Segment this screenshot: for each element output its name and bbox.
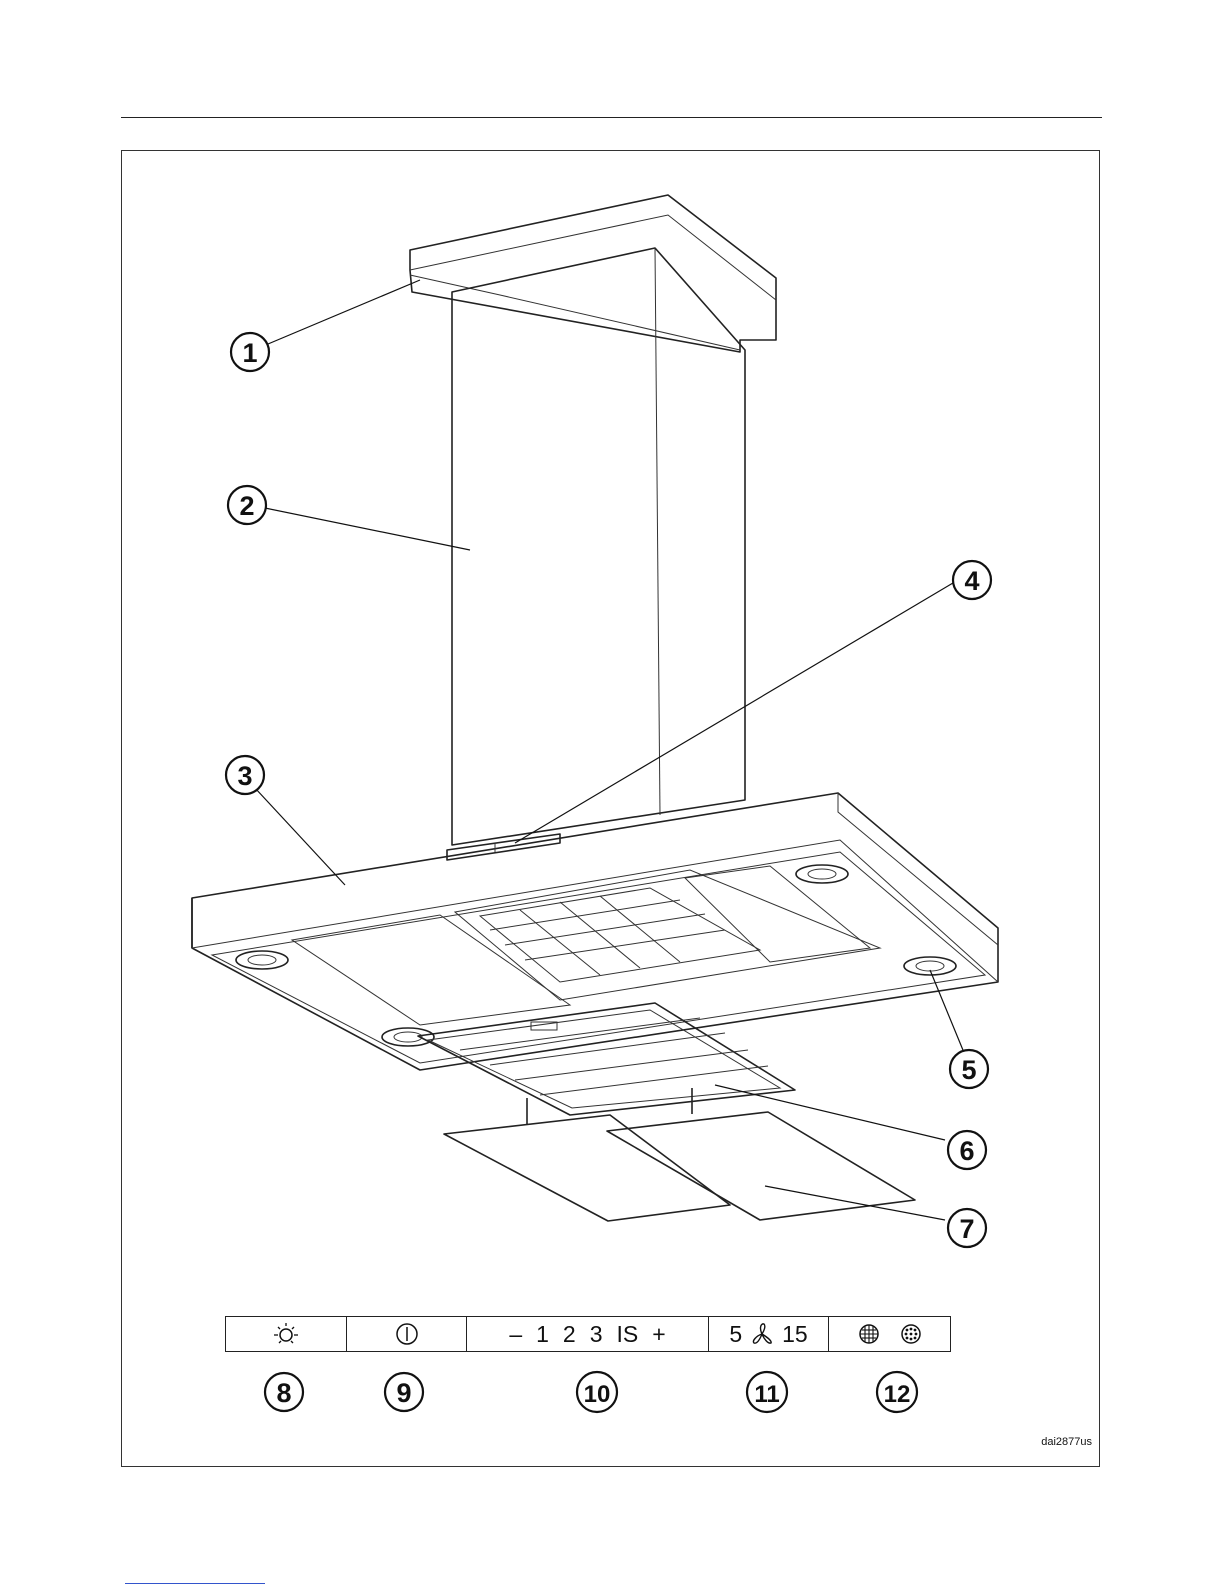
callout-1-label: 1 <box>242 338 257 368</box>
callout-5: 5 <box>950 1050 988 1088</box>
callout-4-label: 4 <box>964 566 979 596</box>
intensive-speed-button[interactable]: IS <box>617 1321 639 1348</box>
callout-1: 1 <box>231 333 269 371</box>
callout-7-label: 7 <box>959 1214 974 1244</box>
run-on-timer-control[interactable]: 5 15 <box>709 1317 830 1351</box>
callout-10-label: 10 <box>584 1381 611 1408</box>
timer-5-label: 5 <box>729 1321 742 1348</box>
leader-lines <box>255 280 965 1220</box>
charcoal-filter-indicator-icon <box>902 1325 920 1343</box>
callout-12: 12 <box>877 1372 917 1412</box>
callout-11-label: 11 <box>754 1381 779 1408</box>
callout-6-label: 6 <box>959 1136 974 1166</box>
grease-filter <box>418 1003 795 1115</box>
callout-12-label: 12 <box>884 1381 911 1408</box>
light-button[interactable] <box>226 1317 347 1351</box>
fan-speed-controls[interactable]: – 1 2 3 IS + <box>467 1317 708 1351</box>
grease-filter-indicator-icon <box>860 1325 878 1343</box>
speed-decrease-button[interactable]: – <box>509 1321 522 1348</box>
timer-15-label: 15 <box>782 1321 808 1348</box>
ceiling-mount-plate <box>410 195 776 352</box>
callout-5-label: 5 <box>961 1055 976 1085</box>
document-code: dai2877us <box>1041 1436 1092 1448</box>
fan-icon <box>749 1322 775 1346</box>
footer-link-underline <box>125 1583 265 1584</box>
callout-8-label: 8 <box>276 1378 291 1408</box>
callout-3: 3 <box>226 756 264 794</box>
callout-2: 2 <box>228 486 266 524</box>
speed-increase-button[interactable]: + <box>652 1321 665 1348</box>
light-bulb-icon <box>271 1321 301 1347</box>
filter-indicators[interactable] <box>829 1317 950 1351</box>
callout-11: 11 <box>747 1372 787 1412</box>
callout-7: 7 <box>948 1209 986 1247</box>
callout-4: 4 <box>953 561 991 599</box>
hood-canopy <box>192 793 998 1070</box>
power-button[interactable] <box>347 1317 468 1351</box>
callout-10: 10 <box>577 1372 617 1412</box>
callout-6: 6 <box>948 1131 986 1169</box>
control-panel-legend: – 1 2 3 IS + 5 15 <box>225 1316 951 1352</box>
speed-1-button[interactable]: 1 <box>536 1321 549 1348</box>
power-icon <box>394 1321 420 1347</box>
callout-8: 8 <box>265 1373 303 1411</box>
callout-3-label: 3 <box>237 761 252 791</box>
filter-indicator-icons <box>845 1322 935 1346</box>
callout-2-label: 2 <box>239 491 254 521</box>
chimney-duct <box>452 248 745 845</box>
speed-2-button[interactable]: 2 <box>563 1321 576 1348</box>
speed-3-button[interactable]: 3 <box>590 1321 603 1348</box>
callout-9-label: 9 <box>396 1378 411 1408</box>
callout-9: 9 <box>385 1373 423 1411</box>
